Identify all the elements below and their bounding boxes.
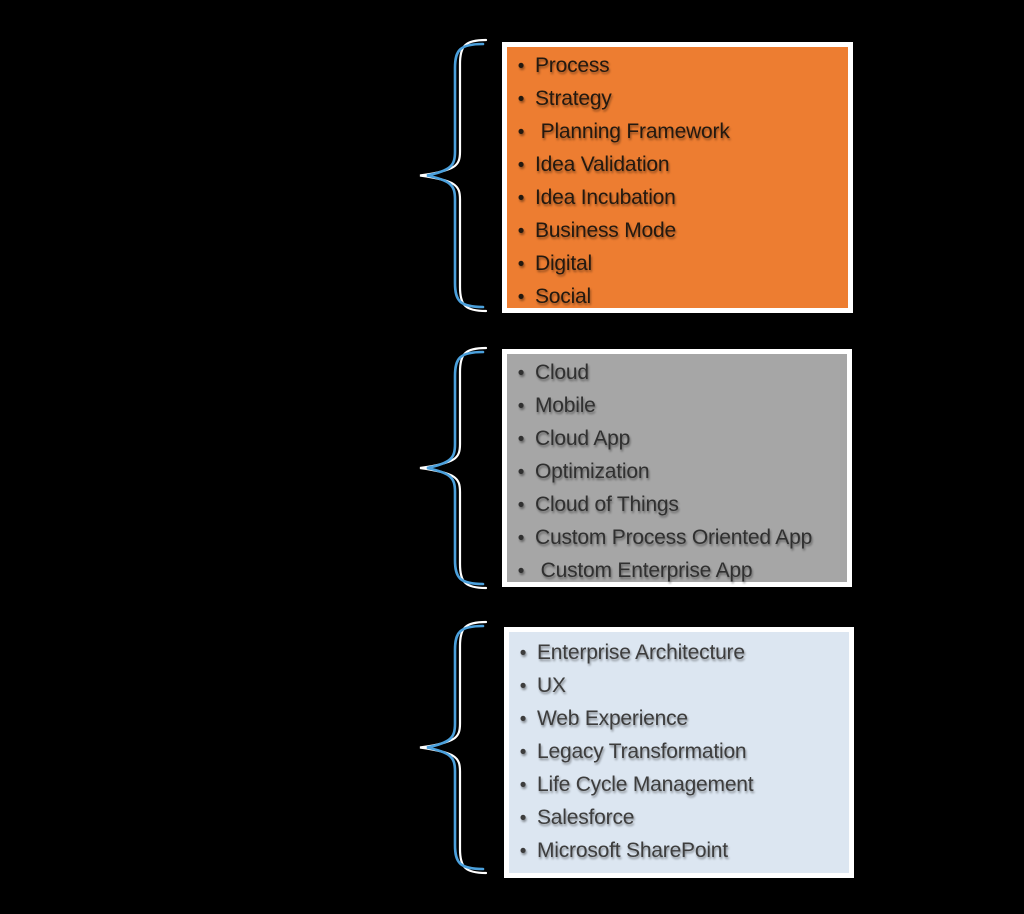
left-brace-icon [418, 620, 488, 880]
list-item: • Life Cycle Management [516, 769, 843, 802]
list-item-label: Cloud of Things [535, 493, 679, 516]
bullet-icon: • [517, 363, 525, 384]
list-item: • Mobile [514, 390, 841, 423]
list-item-label: Social [535, 285, 591, 308]
list-item: • UX [516, 670, 843, 703]
bullet-icon: • [519, 808, 527, 829]
bullet-icon: • [517, 528, 525, 549]
bullet-icon: • [517, 89, 525, 110]
list-item-label: Idea Validation [535, 153, 670, 176]
bullet-icon: • [517, 396, 525, 417]
list-item-label: Strategy [535, 87, 612, 110]
list-item-label: Idea Incubation [535, 186, 676, 209]
list-item-label: Custom Process Oriented App [535, 526, 813, 549]
list-box-blue: • Enterprise Architecture • UX • Web Experien… [504, 627, 854, 878]
list-item-label: Cloud [535, 361, 589, 384]
list-item-label: Microsoft SharePoint [537, 839, 728, 862]
bullet-icon: • [517, 254, 525, 275]
list-item: • Digital [514, 248, 842, 281]
list-item: • Planning Framework [514, 116, 842, 149]
list-item: • Idea Incubation [514, 182, 842, 215]
bullet-icon: • [517, 429, 525, 450]
list-item-label: Cloud App [535, 427, 631, 450]
bullet-icon: • [519, 643, 527, 664]
list-item: • Microsoft SharePoint [516, 835, 843, 868]
list-item-label: Life Cycle Management [537, 773, 754, 796]
bullet-icon: • [517, 155, 525, 176]
list-item: • Cloud [514, 357, 841, 390]
bullet-icon: • [517, 495, 525, 516]
bullet-icon: • [519, 709, 527, 730]
list-item: • Business Mode [514, 215, 842, 248]
list-item: • Web Experience [516, 703, 843, 736]
list-item: • Process [514, 50, 842, 83]
list-item-label: Business Mode [535, 219, 676, 242]
list-item: • Strategy [514, 83, 842, 116]
list-item: • Legacy Transformation [516, 736, 843, 769]
list-item-label: Enterprise Architecture [537, 641, 745, 664]
bullet-icon: • [519, 742, 527, 763]
bullet-icon: • [519, 676, 527, 697]
list-box-orange: •Process•Strategy• Planning Framework•Id… [502, 42, 853, 313]
list-item-label: Process [535, 54, 610, 77]
list-item: • Enterprise Architecture [516, 637, 843, 670]
bullet-list: •Process•Strategy• Planning Framework•Id… [507, 47, 848, 314]
bullet-icon: • [517, 561, 525, 582]
left-brace-icon [418, 346, 488, 595]
bullet-icon: • [517, 221, 525, 242]
list-item: • Custom Enterprise App [514, 555, 841, 588]
list-item: • Cloud of Things [514, 489, 841, 522]
list-item: • Idea Validation [514, 149, 842, 182]
bullet-icon: • [517, 462, 525, 483]
list-item-label: Custom Enterprise App [535, 559, 753, 582]
left-brace-icon [418, 38, 488, 318]
bullet-icon: • [517, 188, 525, 209]
list-item-label: Planning Framework [535, 120, 730, 143]
list-item-label: Optimization [535, 460, 650, 483]
list-item-label: UX [537, 674, 566, 697]
list-item: • Optimization [514, 456, 841, 489]
list-item-label: Mobile [535, 394, 596, 417]
bullet-icon: • [519, 841, 527, 862]
bullet-icon: • [517, 56, 525, 77]
bullet-icon: • [517, 122, 525, 143]
list-item-label: Salesforce [537, 806, 635, 829]
list-item-label: Legacy Transformation [537, 740, 747, 763]
list-item-label: Digital [535, 252, 592, 275]
list-item: • Salesforce [516, 802, 843, 835]
list-box-gray: • Cloud • Mobile • Cloud App • Optimization • Clo… [502, 349, 852, 587]
list-item: • Custom Process Oriented App [514, 522, 841, 555]
bullet-list: • Enterprise Architecture • UX • Web Experien… [509, 632, 849, 868]
list-item: • Cloud App [514, 423, 841, 456]
bullet-icon: • [517, 287, 525, 308]
list-item: • Social [514, 281, 842, 314]
bullet-icon: • [519, 775, 527, 796]
bullet-list: • Cloud • Mobile • Cloud App • Optimization • Clo… [507, 354, 847, 588]
list-item-label: Web Experience [537, 707, 688, 730]
